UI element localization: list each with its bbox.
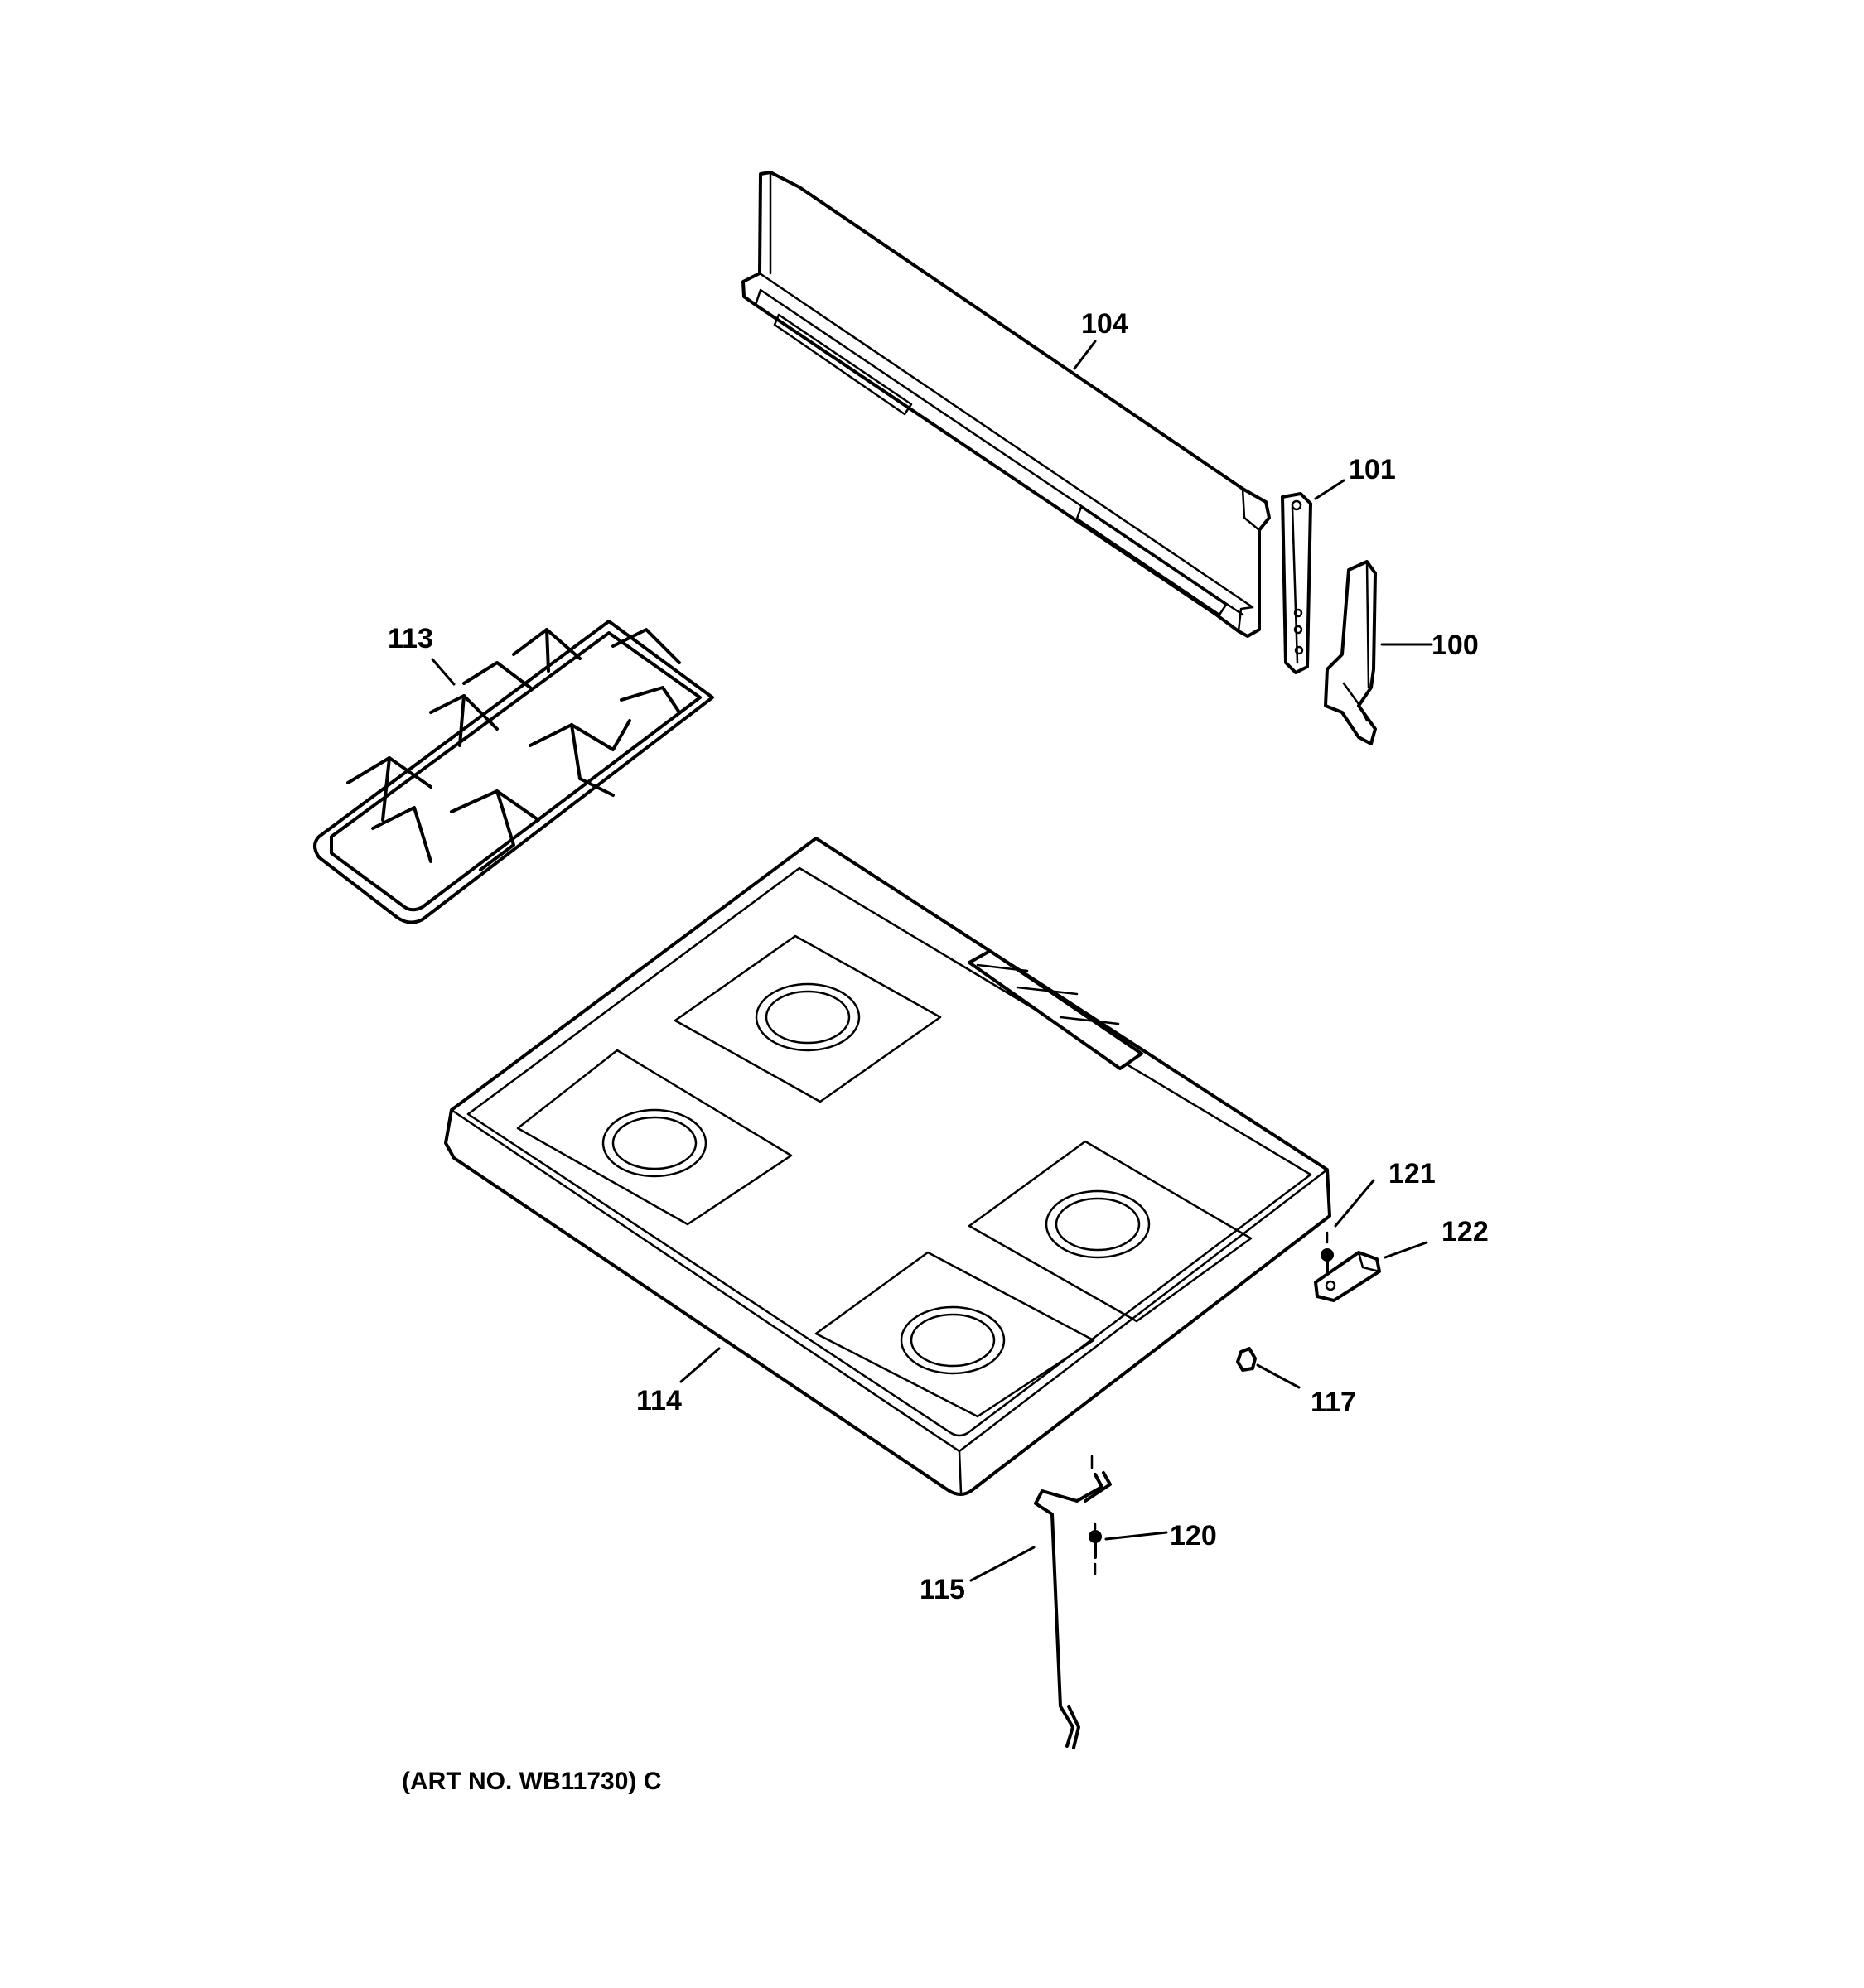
part-117-nut bbox=[1236, 1347, 1257, 1372]
part-120-screw bbox=[1089, 1522, 1102, 1575]
part-114-cooktop bbox=[444, 837, 1331, 1496]
callout-101: 101 bbox=[1349, 454, 1396, 485]
callout-115: 115 bbox=[920, 1574, 965, 1605]
callout-labels: 104 101 100 113 114 121 122 117 120 115 bbox=[388, 308, 1489, 1605]
callout-120: 120 bbox=[1170, 1520, 1217, 1551]
leader-lines bbox=[431, 340, 1433, 1582]
art-number-caption: (ART NO. WB11730) C bbox=[402, 1768, 661, 1795]
callout-121: 121 bbox=[1388, 1158, 1436, 1189]
callout-113: 113 bbox=[388, 623, 433, 654]
callout-104: 104 bbox=[1081, 308, 1128, 340]
part-100-end-cap bbox=[1324, 560, 1377, 746]
part-115-support-rod bbox=[1034, 1455, 1112, 1749]
part-101-bracket bbox=[1281, 492, 1312, 674]
part-104-backsplash bbox=[741, 171, 1271, 638]
part-113-grate bbox=[313, 620, 714, 924]
callout-114: 114 bbox=[636, 1385, 682, 1416]
callout-122: 122 bbox=[1441, 1216, 1489, 1247]
callout-117: 117 bbox=[1311, 1387, 1356, 1418]
callout-100: 100 bbox=[1432, 630, 1479, 661]
part-122-bracket bbox=[1314, 1251, 1381, 1302]
